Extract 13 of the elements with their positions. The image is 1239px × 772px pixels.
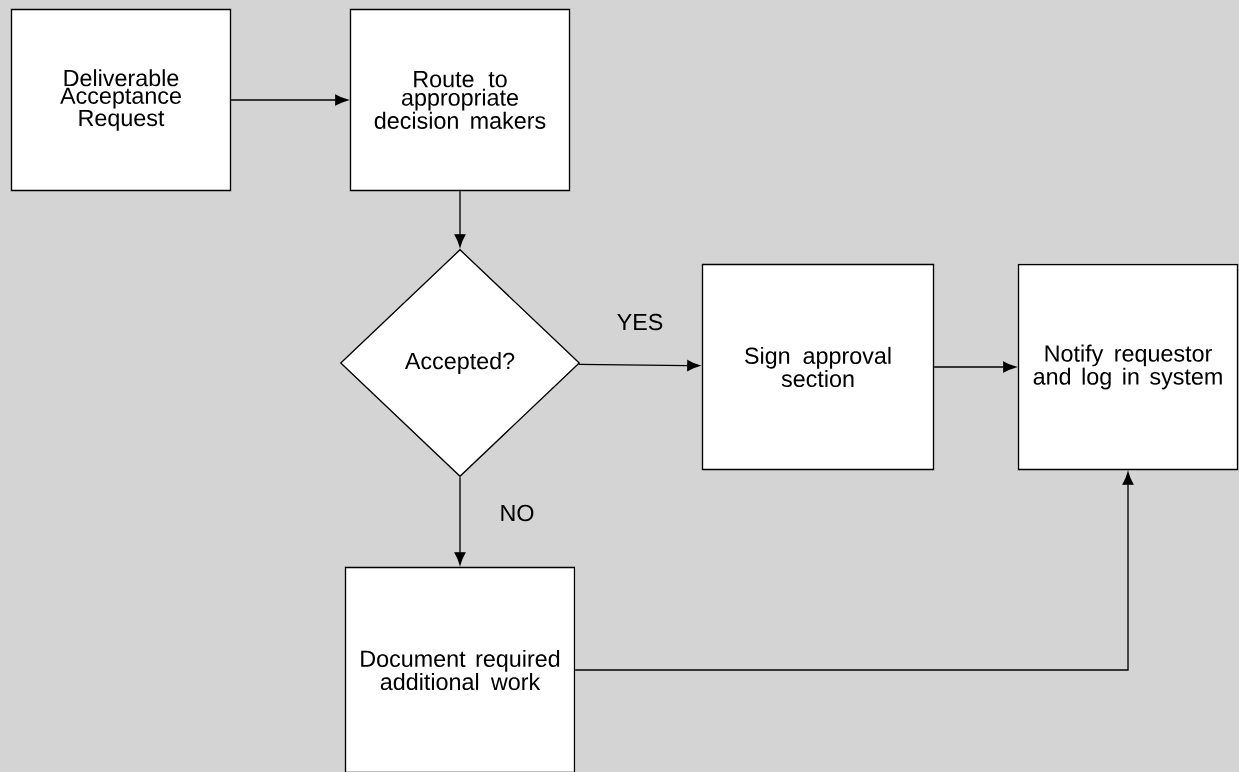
process-box: Route to appropriate decision makers <box>349 8 571 192</box>
arrow <box>574 472 1134 671</box>
process-box: Sign approval section <box>701 263 935 471</box>
arrow <box>230 94 348 106</box>
process-box: Deliverable Acceptance Request <box>10 8 232 192</box>
edge-label: NO <box>496 502 538 524</box>
edge-label: YES <box>614 311 666 333</box>
arrow <box>454 190 466 247</box>
arrow <box>578 360 700 371</box>
process-box: Document required additional work <box>344 566 576 772</box>
arrow <box>933 361 1016 373</box>
process-box: Notify requestor and log in system <box>1017 263 1239 471</box>
arrow <box>454 476 466 565</box>
